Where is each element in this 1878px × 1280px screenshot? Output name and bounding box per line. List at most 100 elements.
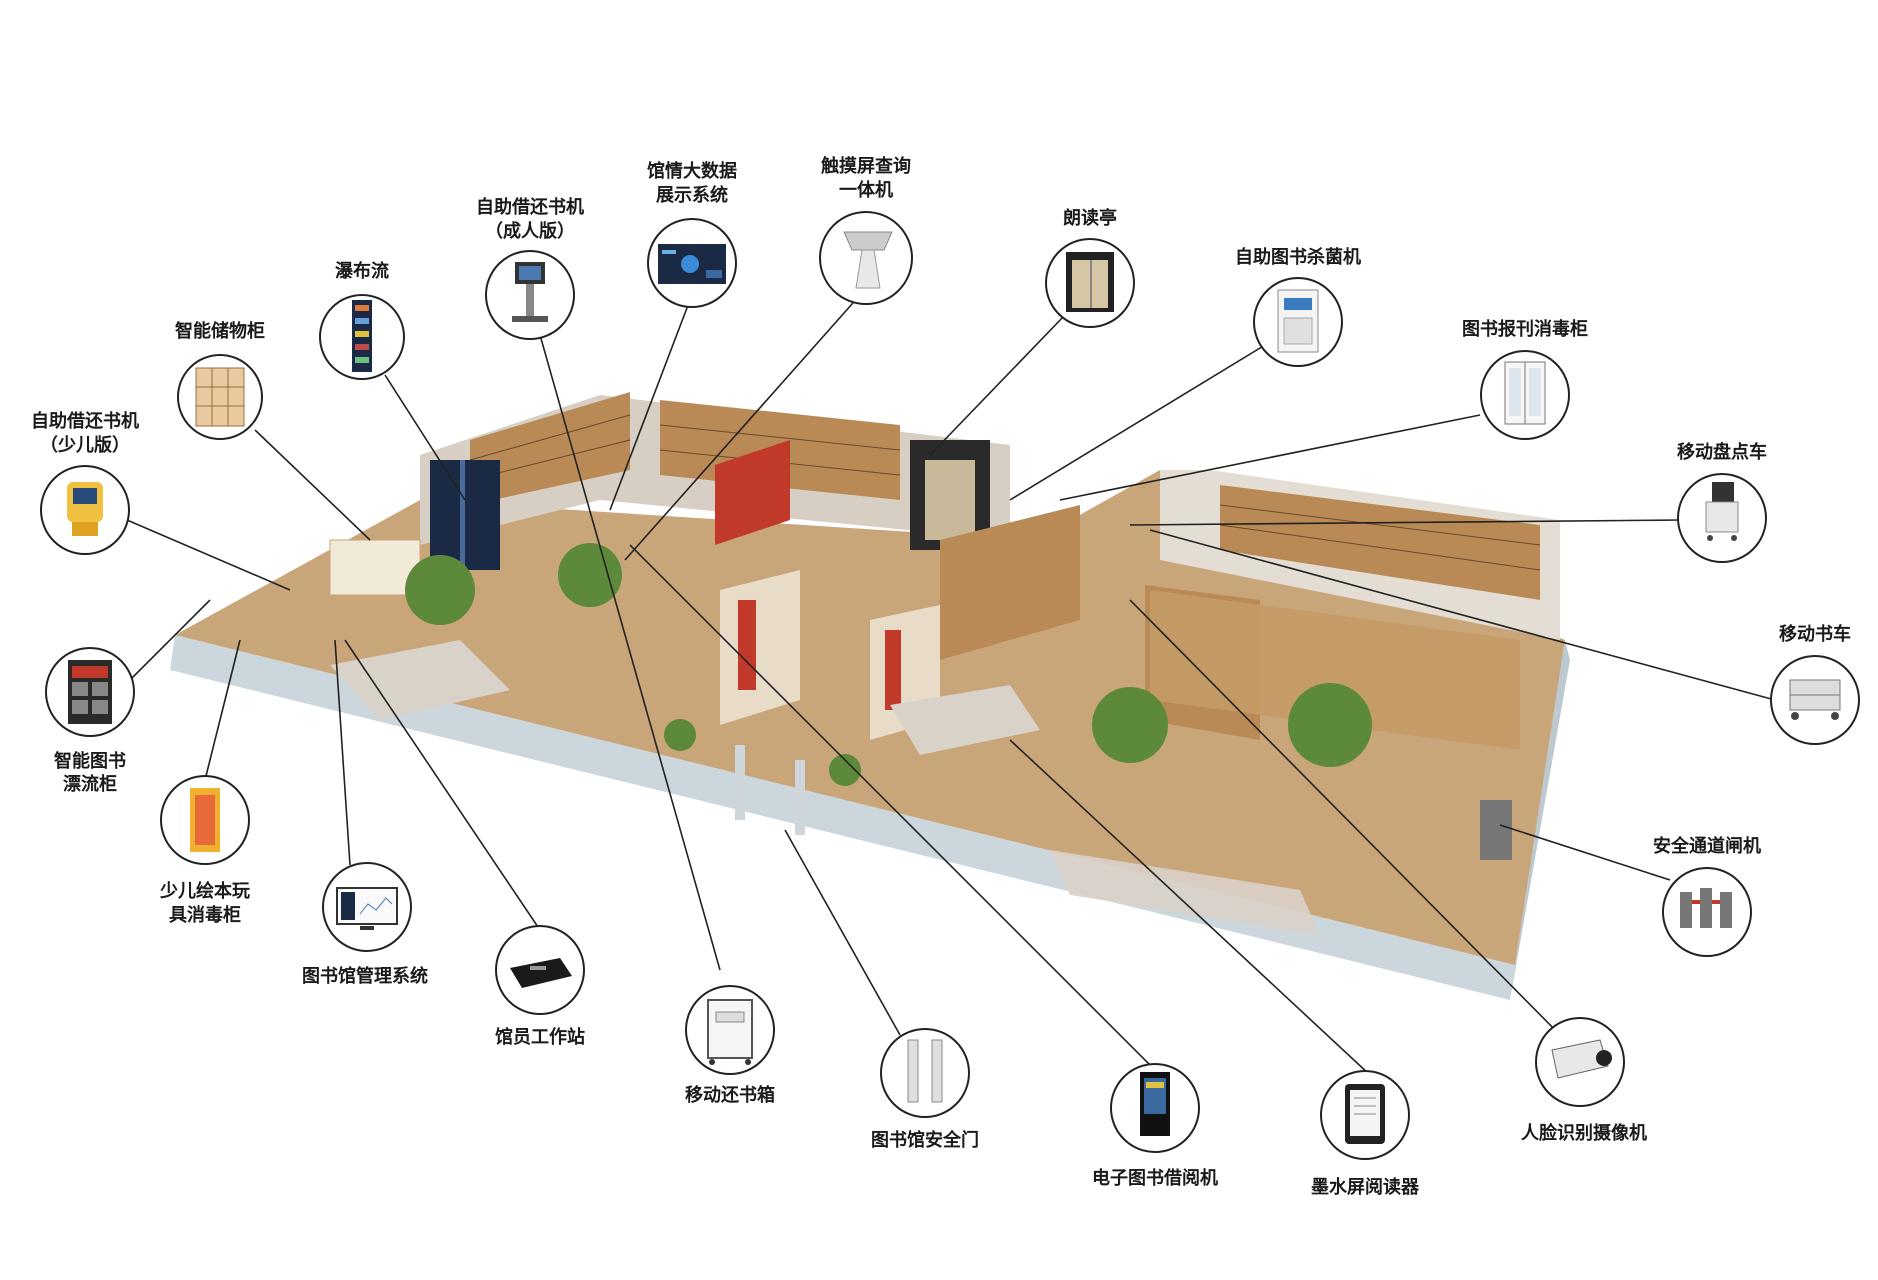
callout-mobile-inventory-cart: 移动盘点车	[1677, 441, 1767, 563]
library-floor-plan	[170, 392, 1570, 1000]
return-box-icon	[707, 999, 753, 1065]
inventory-cart-icon	[1705, 482, 1739, 541]
callout-label-line: 人脸识别摄像机	[1521, 1122, 1647, 1144]
leader-line	[539, 334, 721, 971]
leader-line	[929, 314, 1066, 456]
leader-lines	[126, 294, 1776, 1076]
e-reader-icon	[1345, 1084, 1385, 1144]
callout-label-line: 展示系统	[656, 184, 728, 206]
callout-label-line: 朗读亭	[1063, 207, 1117, 229]
callout-label-line: 触摸屏查询	[821, 155, 911, 177]
callout-label-line: 图书馆管理系统	[302, 965, 428, 987]
leader-line	[1499, 824, 1671, 881]
toy-sterilizer-icon	[190, 788, 220, 852]
monitor-icon	[336, 887, 398, 930]
disinfection-cabinet-icon	[1504, 361, 1546, 425]
callout-label-line: 自助借还书机	[31, 410, 139, 432]
callout-self-checkout-adult: 自助借还书机 （成人版）	[476, 196, 584, 340]
callout-label-line: （成人版）	[485, 220, 575, 242]
callout-label-line: 墨水屏阅读器	[1311, 1176, 1420, 1198]
callout-mobile-book-cart: 移动书车	[1770, 623, 1860, 745]
callout-label-line: 移动书车	[1779, 623, 1851, 645]
locker-icon	[195, 367, 245, 427]
reading-booth-icon	[1066, 252, 1114, 312]
touch-kiosk-icon	[843, 231, 893, 289]
callout-ebook-reader-kiosk: 电子图书借阅机	[1092, 1063, 1218, 1189]
callout-label-line: 一体机	[839, 179, 893, 201]
reading-table-front	[1050, 850, 1320, 935]
callout-label-line: 瀑布流	[335, 260, 389, 282]
red-display-wall	[715, 440, 790, 545]
self-checkout-kiosk-icon	[67, 482, 103, 536]
leader-line	[344, 639, 541, 931]
callout-waterfall-screen: 瀑布流	[319, 260, 405, 380]
leader-line	[624, 294, 861, 561]
rfid-pad-icon	[510, 958, 572, 988]
callout-label-line: 电子图书借阅机	[1092, 1167, 1218, 1189]
callout-label-line: 安全通道闸机	[1653, 835, 1761, 857]
waterfall-screen-icon	[352, 300, 372, 372]
callout-label-line: 智能图书	[54, 750, 126, 772]
leader-line	[1009, 739, 1371, 1076]
callout-label-line: 图书馆安全门	[871, 1129, 979, 1151]
callout-label-line: 具消毒柜	[169, 904, 241, 926]
leader-line	[784, 829, 901, 1036]
reading-table-center	[890, 685, 1040, 755]
leader-line	[254, 429, 371, 541]
callout-e-ink-reader: 墨水屏阅读器	[1311, 1070, 1420, 1198]
callout-mobile-book-return-box: 移动还书箱	[685, 985, 775, 1106]
leader-line	[1129, 519, 1681, 526]
inner-shelves-center	[940, 505, 1080, 660]
callout-label-line: （少儿版）	[40, 434, 130, 456]
kids-area-shelves	[1150, 590, 1520, 750]
sterilizer-icon	[1277, 289, 1319, 353]
callout-kids-picture-book-toy-sterilizer: 少儿绘本玩 具消毒柜	[159, 775, 250, 926]
callout-label-line: 自助借还书机	[476, 196, 584, 218]
leader-line	[129, 599, 211, 681]
leader-line	[126, 519, 291, 591]
callout-touch-query-kiosk: 触摸屏查询 一体机	[819, 155, 913, 305]
leader-line	[609, 299, 691, 511]
security-gate-icon	[907, 1039, 943, 1103]
leader-line	[1009, 344, 1266, 501]
leader-line	[1059, 414, 1481, 501]
security-gate-structure	[735, 745, 745, 820]
ebook-kiosk-icon	[1140, 1072, 1170, 1136]
callout-library-security-gate: 图书馆安全门	[871, 1028, 979, 1151]
callout-label-line: 自助图书杀菌机	[1235, 246, 1361, 268]
callout-smart-locker: 智能储物柜	[175, 320, 265, 440]
callout-label-line: 馆员工作站	[495, 1026, 585, 1048]
callout-library-management-system: 图书馆管理系统	[302, 862, 428, 987]
callout-librarian-workstation: 馆员工作站	[495, 925, 585, 1048]
callout-reading-booth: 朗读亭	[1045, 207, 1135, 328]
callout-big-data-display: 馆情大数据 展示系统	[647, 160, 737, 308]
dashboard-screen-icon	[658, 244, 726, 284]
callout-label-line: 智能储物柜	[175, 320, 265, 342]
camera-icon	[1551, 1039, 1612, 1079]
leader-line	[384, 374, 466, 501]
leader-line	[629, 544, 1156, 1071]
leader-line	[1129, 599, 1571, 1046]
leader-line	[334, 639, 351, 866]
callout-label-line: 少儿绘本玩	[159, 880, 250, 902]
callout-smart-book-drift-cabinet: 智能图书 漂流柜	[45, 647, 135, 795]
reading-table-left	[330, 640, 510, 720]
callout-label-line: 移动盘点车	[1677, 441, 1767, 463]
callout-safety-turnstile: 安全通道闸机	[1653, 835, 1761, 957]
callout-label-line: 馆情大数据	[647, 160, 737, 182]
leader-line	[204, 639, 241, 781]
callouts: 自助借还书机 （少儿版） 智能储物柜 瀑布流	[31, 155, 1860, 1198]
leader-line	[1149, 529, 1776, 701]
book-cart-icon	[1789, 679, 1841, 720]
callout-label-line: 图书报刊消毒柜	[1462, 318, 1588, 340]
plants	[405, 543, 1372, 786]
callout-label-line: 漂流柜	[63, 773, 117, 795]
turnstile-icon	[1680, 888, 1732, 928]
callout-periodical-disinfection-cabinet: 图书报刊消毒柜	[1462, 318, 1588, 440]
callout-face-recognition-camera: 人脸识别摄像机	[1521, 1017, 1647, 1144]
callout-label-line: 移动还书箱	[685, 1084, 775, 1106]
self-checkout-kiosk-icon	[512, 262, 548, 322]
right-room-shelves	[1220, 485, 1540, 600]
callout-self-checkout-kids: 自助借还书机 （少儿版）	[31, 410, 139, 555]
